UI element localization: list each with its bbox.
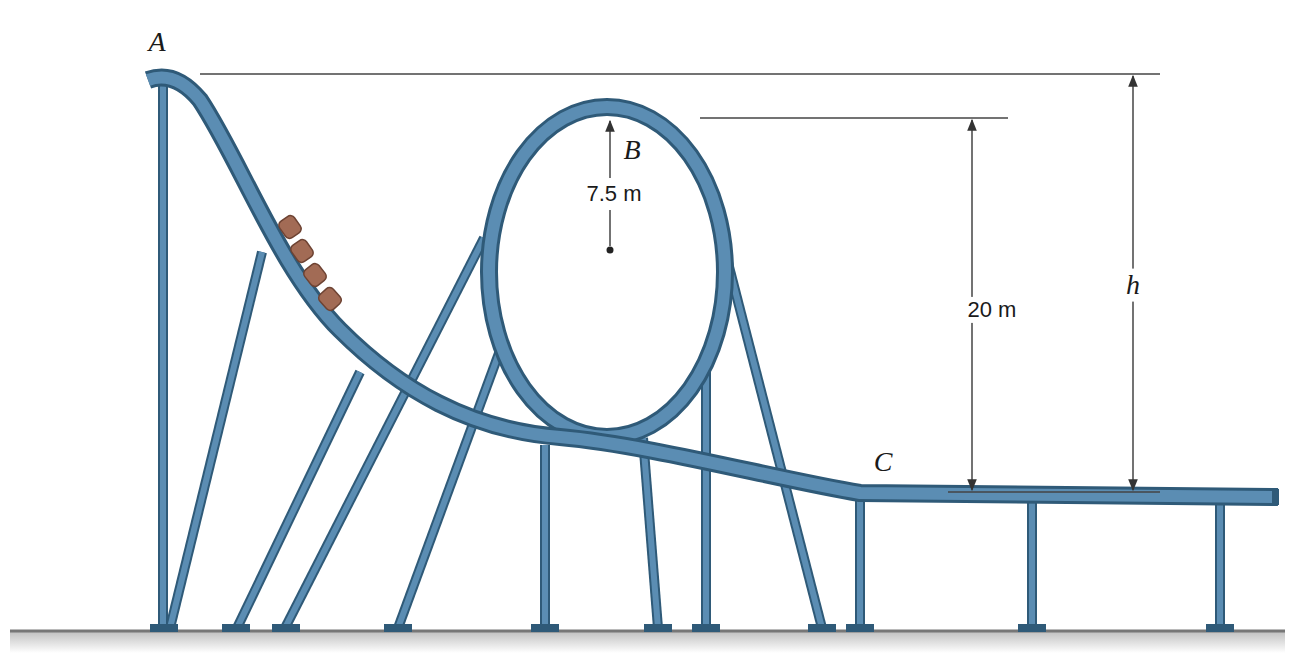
height-dimension: 20 m: [965, 297, 1020, 323]
coaster-cart: [277, 214, 343, 313]
main-track: [148, 78, 1278, 498]
supports: [163, 85, 1220, 628]
main-track-outline: [148, 78, 1278, 498]
loop-track-outline: [489, 107, 725, 437]
ground-shade: [10, 631, 1285, 653]
point-label: C: [874, 447, 893, 478]
height-dimension: h: [1123, 269, 1143, 302]
footings: [150, 624, 1234, 632]
track-end: [1272, 489, 1279, 505]
point-label: B: [623, 135, 640, 166]
loop-center-dot: [607, 247, 614, 254]
point-label: A: [148, 27, 165, 58]
radius-dimension: 7.5 m: [583, 181, 644, 207]
dimension-lines: [200, 74, 1160, 492]
supports-outline: [163, 85, 1220, 628]
loop-track: [489, 107, 725, 437]
